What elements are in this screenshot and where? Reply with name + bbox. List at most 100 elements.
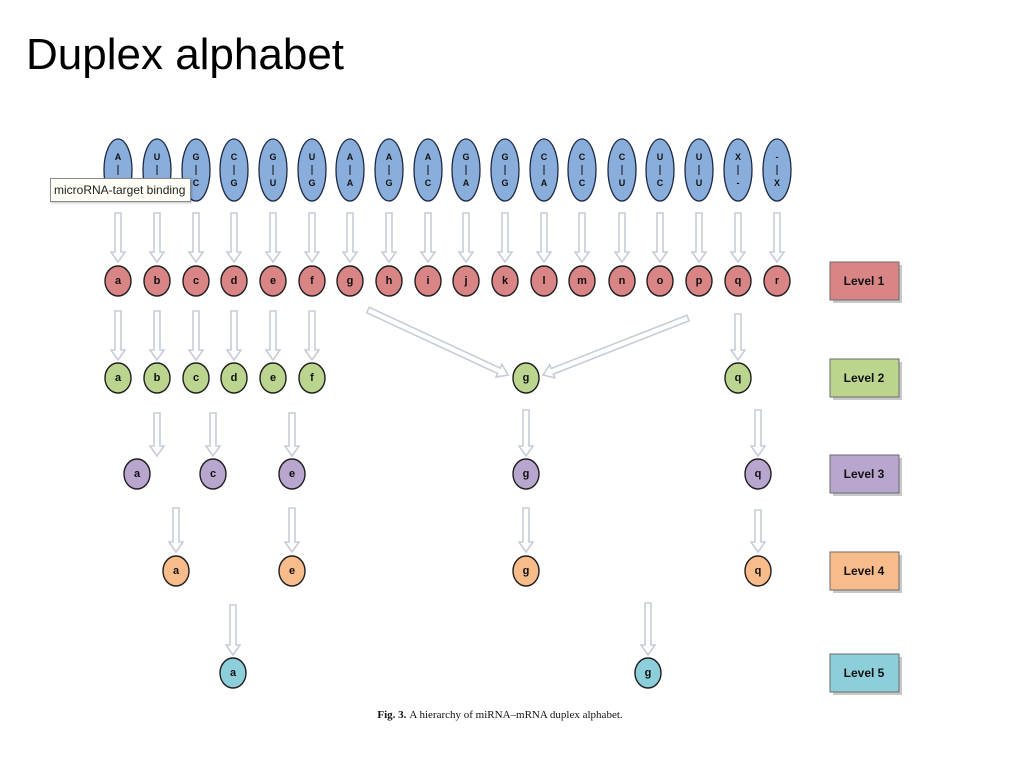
level1-node-circle [259,265,287,297]
level2-node-circle [724,362,752,394]
level3-node-letter: c [210,468,216,480]
base-pair-node: AG [374,138,404,202]
level3-node-letter: q [755,468,762,480]
level1-node-circle [530,265,558,297]
pair-top-letter: C [541,152,548,162]
level1-node-circle [646,265,674,297]
arrow-pair-to-level1 [419,212,437,264]
arrow-pair-to-level1 [341,212,359,264]
arrow-pair-to-level1 [690,212,708,264]
base-pair-node: X- [723,138,753,202]
level1-node: f [298,265,326,297]
level-label-5: Level 5 [829,653,902,695]
arrow-level1-to-level2 [541,314,691,380]
arrow-pair-to-level1 [148,212,166,264]
arrow-level3-to-level4 [517,507,535,554]
level4-node-circle [162,555,190,587]
level-label-text: Level 4 [844,564,885,578]
arrow-level1-to-level2 [365,306,510,379]
figure-caption: Fig. 3.A hierarchy of miRNA–mRNA duplex … [0,709,1000,721]
arrow-level3-to-level4 [283,507,301,554]
base-pair-node: AC [413,138,443,202]
level1-node: j [452,265,480,297]
pair-bottom-letter: A [347,178,354,188]
level4-node: a [162,555,190,587]
level4-node: q [744,555,772,587]
level5-node-circle [219,657,247,689]
level1-node: i [414,265,442,297]
level2-node: b [143,362,171,394]
level1-node-letter: i [426,275,429,287]
level1-node-circle [763,265,791,297]
level1-node: m [568,265,596,297]
slide-title: Duplex alphabet [26,30,345,79]
level1-node-circle [491,265,519,297]
level4-node-letter: a [173,565,180,577]
pair-top-letter: G [192,152,199,162]
level1-node: q [724,265,752,297]
level2-node-letter: e [270,372,276,384]
level5-node-letter: g [645,667,652,679]
base-pair-node: CU [607,138,637,202]
arrow-pair-to-level1 [187,212,205,264]
arrow-pair-to-level1 [768,212,786,264]
pair-bottom-letter: G [308,178,315,188]
level1-node: l [530,265,558,297]
level3-node: q [744,458,772,490]
level-label-text: Level 3 [844,467,885,481]
level5-node-circle [634,657,662,689]
arrow-pair-to-level1 [573,212,591,264]
pair-bottom-letter: A [541,178,548,188]
arrow-level2-to-level3 [148,412,166,458]
level3-node: g [512,458,540,490]
pair-top-letter: U [657,152,664,162]
level3-node: e [278,458,306,490]
caption-text: A hierarchy of miRNA–mRNA duplex alphabe… [409,709,623,721]
level2-node-circle [143,362,171,394]
arrow-level2-to-level3 [749,409,767,458]
level1-node: h [375,265,403,297]
arrow-pair-to-level1 [651,212,669,264]
pair-bottom-letter: G [501,178,508,188]
pair-bottom-letter: U [270,178,277,188]
level3-node-circle [744,458,772,490]
base-pair-node: GA [451,138,481,202]
level2-node-letter: q [735,372,742,384]
arrow-pair-to-level1 [303,212,321,264]
pair-bottom-letter: C [193,178,200,188]
level-label-1: Level 1 [829,261,902,303]
level3-node-letter: g [523,468,530,480]
pair-top-letter: G [501,152,508,162]
level4-node-letter: q [755,565,762,577]
level3-node-circle [512,458,540,490]
level1-node-circle [182,265,210,297]
arrow-pair-to-level1 [457,212,475,264]
level1-node-letter: j [463,275,467,287]
level1-node-circle [375,265,403,297]
base-pair-node: AA [335,138,365,202]
arrow-pair-to-level1 [109,212,127,264]
base-pair-node: UU [684,138,714,202]
level1-node-letter: n [619,275,626,287]
level1-node-letter: l [542,275,545,287]
arrow-pair-to-level1 [264,212,282,264]
level2-node-circle [220,362,248,394]
level3-node-circle [278,458,306,490]
level-label-text: Level 2 [844,371,885,385]
base-pair-node: GG [490,138,520,202]
arrow-pair-to-level1 [380,212,398,264]
level2-node-circle [259,362,287,394]
level1-node-letter: k [502,275,509,287]
level2-node: d [220,362,248,394]
base-pair-node: UC [645,138,675,202]
level-label-box [829,261,900,301]
level3-node-letter: e [289,468,295,480]
arrow-level2-to-level3 [283,412,301,458]
pair-top-letter: C [579,152,586,162]
level3-node-circle [123,458,151,490]
level1-node-letter: d [231,275,238,287]
pair-top-letter: A [386,152,393,162]
level-label-4: Level 4 [829,551,902,593]
level2-node-letter: c [193,372,199,384]
